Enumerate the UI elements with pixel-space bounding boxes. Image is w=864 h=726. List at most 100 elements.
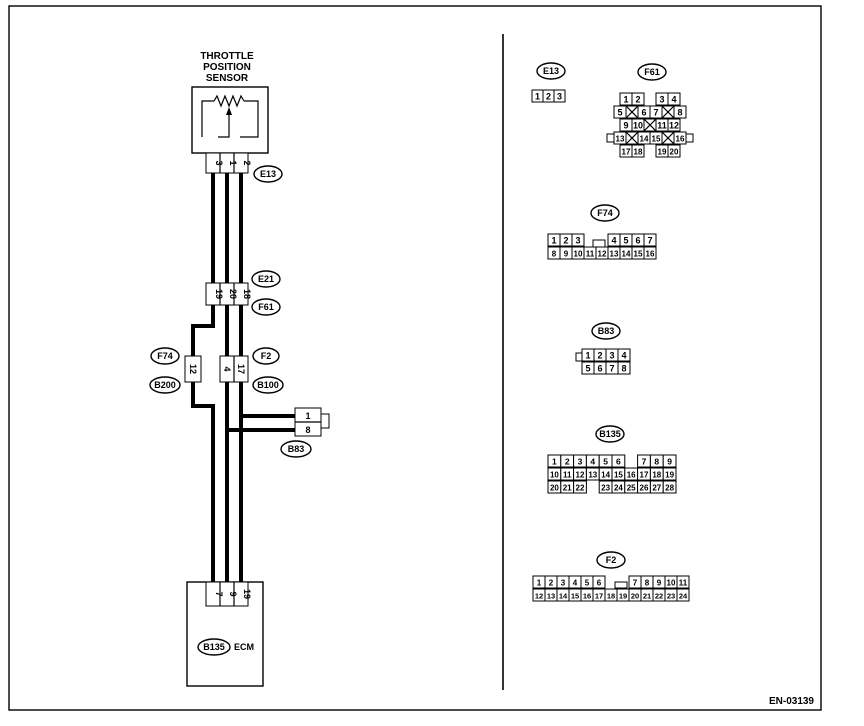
f61-face-pin: 3 <box>659 95 664 105</box>
f61-face-pin: 9 <box>623 121 628 131</box>
e21-label-oval <box>251 270 281 288</box>
f61-face-pin: 12 <box>669 121 679 131</box>
f2-face-pin: 12 <box>535 592 543 601</box>
f61-face-pin: 17 <box>622 148 631 157</box>
b135-face-pin: 1 <box>552 457 557 467</box>
b135-face-cell <box>662 467 677 481</box>
f2-pin-4: 4 <box>222 366 232 371</box>
f61-face-blank-mark <box>661 105 675 119</box>
sensor-title-line1: THROTTLE <box>200 51 254 62</box>
f74-face-pin: 13 <box>610 250 619 259</box>
b83-face-label: B83 <box>598 326 615 336</box>
f61-face-blank-mark <box>625 131 639 145</box>
b200-label: B200 <box>154 380 176 390</box>
b135-face-pin: 6 <box>616 457 621 467</box>
f74-face-pin: 8 <box>552 250 557 259</box>
f61-face-pin: 16 <box>676 135 685 144</box>
f2-face-pin: 11 <box>679 579 688 588</box>
b83-face-label-oval <box>591 322 621 340</box>
f2-face-pin: 4 <box>573 579 578 588</box>
f2-face-pin: 8 <box>645 579 650 588</box>
ecm-connector <box>205 581 249 607</box>
b135-ecm-label: B135 <box>203 642 225 652</box>
b135-face-pin: 4 <box>590 457 595 467</box>
f74-face-pin: 7 <box>647 236 652 246</box>
f2-face-pin: 16 <box>583 592 591 601</box>
f61-face-cell <box>631 144 645 158</box>
potentiometer-symbol <box>201 94 259 138</box>
b135-face-pin: 25 <box>627 484 636 493</box>
f74-face-label-oval <box>590 204 620 222</box>
b83-face-pin: 8 <box>621 364 626 374</box>
b83-face-pin: 7 <box>609 364 614 374</box>
f2-face-pin: 18 <box>607 592 615 601</box>
f61-face-blank-mark <box>625 105 639 119</box>
f2-face-pin: 5 <box>585 579 590 588</box>
f74-face-cell <box>643 233 657 247</box>
f74-face-pin: 1 <box>551 236 556 246</box>
e21-f61-connector <box>205 282 249 306</box>
f61-face-pin: 11 <box>657 121 667 131</box>
b83-face-cell <box>617 348 631 362</box>
throttle-position-sensor <box>191 86 269 154</box>
b100-label: B100 <box>257 380 279 390</box>
b135-face-label: B135 <box>599 429 621 439</box>
f61-face-pin: 2 <box>635 95 640 105</box>
f61-face-pin: 18 <box>634 148 643 157</box>
e13-face-cell <box>553 89 566 103</box>
junction-pin-18: 18 <box>242 289 252 299</box>
b135-face-pin: 21 <box>563 484 572 493</box>
f61-face-latch <box>685 133 694 143</box>
f61-face-pin: 15 <box>652 135 661 144</box>
f2-label-oval <box>252 347 280 365</box>
f61-face-cell <box>631 92 645 106</box>
b83-face-pin: 4 <box>621 351 626 361</box>
b83-pin-1: 1 <box>305 411 310 421</box>
f2-face-pin: 22 <box>655 592 663 601</box>
e13-label: E13 <box>260 169 276 179</box>
f2-face-pin: 13 <box>547 592 555 601</box>
f2-face-pin: 24 <box>679 592 688 601</box>
b135-face-pin: 27 <box>652 484 661 493</box>
f2-face-label-oval <box>596 551 626 569</box>
b135-face-pin: 16 <box>627 471 636 480</box>
b135-face-cell <box>662 480 677 494</box>
e13-label-oval <box>253 165 283 183</box>
e13-face-label: E13 <box>543 66 559 76</box>
f61-face-latch <box>606 133 615 143</box>
b83-connector-latch <box>320 413 330 429</box>
b135-face-pin: 14 <box>601 471 610 480</box>
f74-face-cell <box>643 246 657 260</box>
b83-label: B83 <box>288 444 305 454</box>
e13-face-label-oval <box>536 62 566 80</box>
e13-face-pin: 2 <box>546 92 551 102</box>
f2-label: F2 <box>261 351 272 361</box>
f74-face-pin: 4 <box>611 236 616 246</box>
f2-face-pin: 23 <box>667 592 675 601</box>
f74-face-label: F74 <box>597 208 613 218</box>
f61-label: F61 <box>258 302 274 312</box>
f61-face-pin: 14 <box>640 135 649 144</box>
junction-pin-20: 20 <box>228 289 238 299</box>
b135-face-pin: 20 <box>550 484 559 493</box>
b83-pin-8: 8 <box>305 425 310 435</box>
b135-face-pin: 28 <box>665 484 674 493</box>
b135-face-pin: 13 <box>588 471 597 480</box>
b135-face-pin: 15 <box>614 471 623 480</box>
f61-face-pin: 19 <box>658 148 667 157</box>
f2-face-cell <box>592 575 606 589</box>
f2-pin-17: 17 <box>236 364 246 374</box>
ecm-pin-7: 7 <box>214 591 224 596</box>
ecm-pin-9: 9 <box>228 591 238 596</box>
sensor-pin-3: 3 <box>214 160 224 165</box>
f2-face-cell <box>676 588 690 602</box>
f61-face-cell <box>667 92 681 106</box>
f74-face-pin: 15 <box>634 250 643 259</box>
b83-face-pin: 5 <box>585 364 590 374</box>
e21-label: E21 <box>258 274 274 284</box>
b135-face-pin: 26 <box>640 484 649 493</box>
f61-label-oval <box>251 298 281 316</box>
f2-face-cell <box>676 575 690 589</box>
b135-face-pin: 23 <box>601 484 610 493</box>
